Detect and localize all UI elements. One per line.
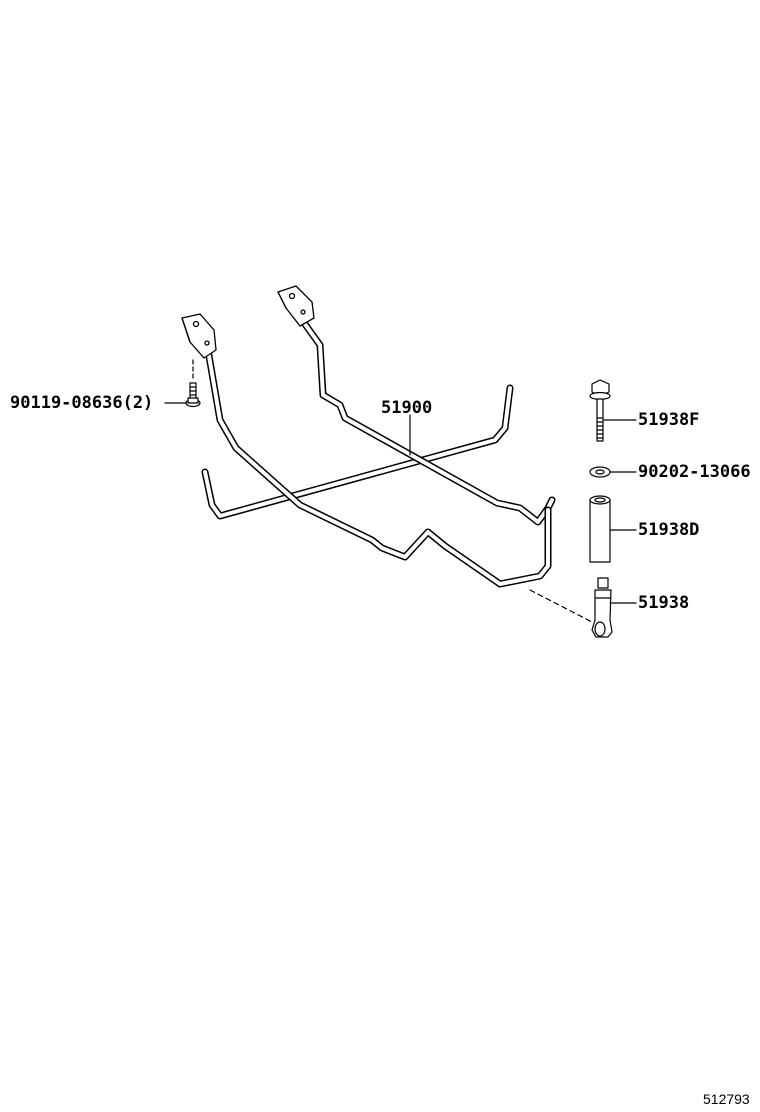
callout-51938F: 51938F bbox=[638, 410, 700, 430]
hanger-part bbox=[591, 577, 637, 638]
callout-51938: 51938 bbox=[638, 593, 690, 613]
callout-90119-08636: 90119-08636(2) bbox=[10, 393, 154, 413]
bracket-right bbox=[277, 285, 315, 327]
callout-51900: 51900 bbox=[381, 398, 433, 418]
leader-dashed bbox=[529, 589, 593, 623]
washer-part bbox=[589, 466, 637, 478]
bolt-left-part bbox=[164, 359, 201, 408]
frame-rail-front bbox=[204, 346, 552, 588]
figure-id: 512793 bbox=[703, 1091, 750, 1107]
frame-rail-rear bbox=[298, 316, 556, 526]
spacer-part bbox=[589, 495, 637, 563]
bracket-left bbox=[181, 313, 217, 359]
bolt-right-part bbox=[589, 379, 637, 442]
callout-90202-13066: 90202-13066 bbox=[638, 462, 751, 482]
callout-51938D: 51938D bbox=[638, 520, 700, 540]
frame-cross-bar bbox=[201, 384, 514, 520]
